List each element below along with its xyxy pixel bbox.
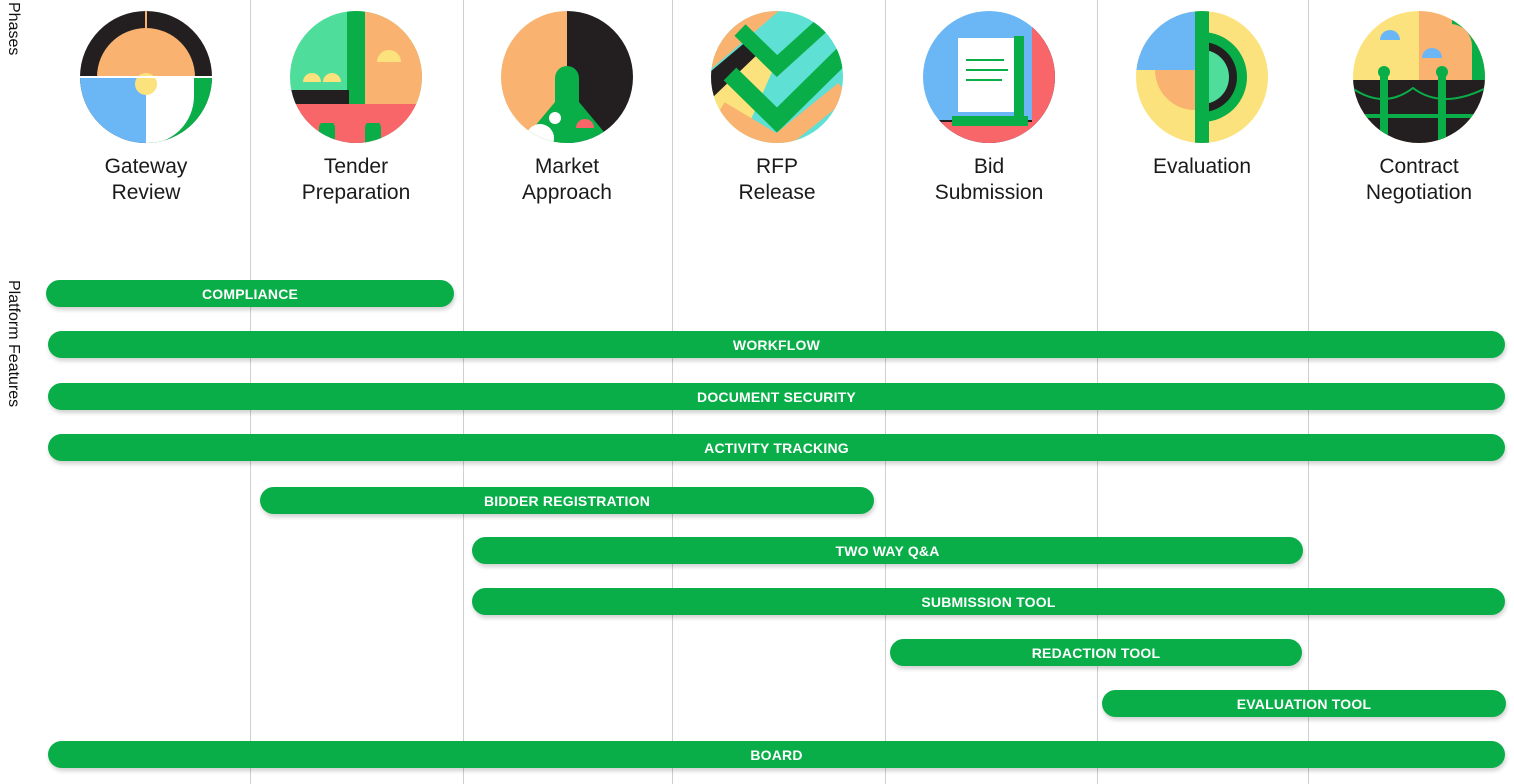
phase-evaluation: Evaluation	[1112, 0, 1292, 220]
feature-bar: BIDDER REGISTRATION	[260, 487, 874, 514]
gateway-review-icon	[80, 11, 212, 143]
contract-negotiation-icon	[1353, 11, 1485, 143]
feature-bar: SUBMISSION TOOL	[472, 588, 1505, 615]
phase-market-approach: Market Approach	[477, 0, 657, 220]
feature-bar: WORKFLOW	[48, 331, 1505, 358]
feature-bar: BOARD	[48, 741, 1505, 768]
phases-axis-label: Phases	[5, 2, 22, 56]
phase-label: Gateway Review	[104, 155, 188, 204]
feature-bar: EVALUATION TOOL	[1102, 690, 1506, 717]
rfp-release-icon	[711, 11, 843, 143]
phase-bid-submission: Bid Submission	[899, 0, 1079, 220]
phase-label: Market Approach	[522, 155, 612, 204]
phase-label: Contract Negotiation	[1365, 155, 1473, 204]
phase-label: RFP Release	[738, 155, 816, 204]
phase-rfp-release: RFP Release	[687, 0, 867, 220]
feature-bar: REDACTION TOOL	[890, 639, 1302, 666]
phase-gateway-review: Gateway Review	[56, 0, 236, 220]
phase-label: Tender Preparation	[301, 155, 411, 204]
feature-bar: TWO WAY Q&A	[472, 537, 1303, 564]
phase-label: Evaluation	[1152, 155, 1252, 178]
platform-features-axis-label: Platform Features	[5, 280, 22, 408]
feature-bar: COMPLIANCE	[46, 280, 454, 307]
feature-bar: DOCUMENT SECURITY	[48, 383, 1505, 410]
tender-preparation-icon	[290, 11, 422, 143]
evaluation-icon	[1136, 11, 1268, 143]
phase-contract-negotiation: Contract Negotiation	[1329, 0, 1509, 220]
phase-tender-preparation: Tender Preparation	[266, 0, 446, 220]
feature-bar: ACTIVITY TRACKING	[48, 434, 1505, 461]
phase-label: Bid Submission	[934, 155, 1044, 204]
market-approach-icon	[501, 11, 633, 143]
bid-submission-icon	[923, 11, 1055, 143]
